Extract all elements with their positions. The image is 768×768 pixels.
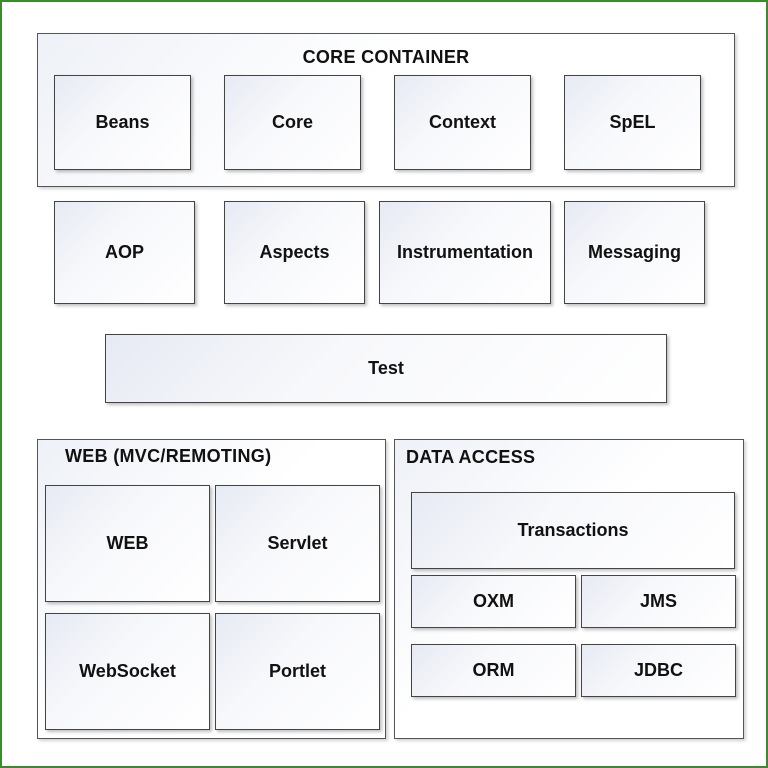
data-access-group-title: DATA ACCESS [406,447,536,467]
module-beans: Beans [54,75,191,170]
module-aop: AOP [54,201,195,304]
module-messaging-label: Messaging [587,242,682,262]
module-core: Core [224,75,361,170]
core-container-title: CORE CONTAINER [302,47,470,67]
module-spel-label: SpEL [609,112,656,132]
web-group-title: WEB (MVC/REMOTING) [65,446,272,466]
module-aspects-label: Aspects [259,242,330,262]
module-aop-label: AOP [104,242,144,262]
module-websocket-label: WebSocket [79,661,176,681]
module-portlet-label: Portlet [268,661,326,681]
module-instrumentation-label: Instrumentation [396,242,533,262]
module-servlet: Servlet [215,485,380,602]
module-instrumentation: Instrumentation [379,201,551,304]
module-test: Test [105,334,667,403]
module-test-label: Test [368,358,404,378]
module-oxm-label: OXM [472,591,514,611]
module-core-label: Core [271,112,313,132]
module-orm: ORM [411,644,576,697]
module-context: Context [394,75,531,170]
module-web: WEB [45,485,210,602]
module-aspects: Aspects [224,201,365,304]
module-jms: JMS [581,575,736,628]
module-transactions-label: Transactions [517,520,629,540]
module-portlet: Portlet [215,613,380,730]
module-jdbc: JDBC [581,644,736,697]
module-context-label: Context [429,112,496,132]
module-web-label: WEB [106,533,149,553]
module-jdbc-label: JDBC [633,660,683,680]
module-transactions: Transactions [411,492,735,569]
module-beans-label: Beans [95,112,150,132]
module-messaging: Messaging [564,201,705,304]
module-websocket: WebSocket [45,613,210,730]
module-spel: SpEL [564,75,701,170]
module-oxm: OXM [411,575,576,628]
module-servlet-label: Servlet [267,533,328,553]
module-jms-label: JMS [639,591,677,611]
module-orm-label: ORM [472,660,515,680]
